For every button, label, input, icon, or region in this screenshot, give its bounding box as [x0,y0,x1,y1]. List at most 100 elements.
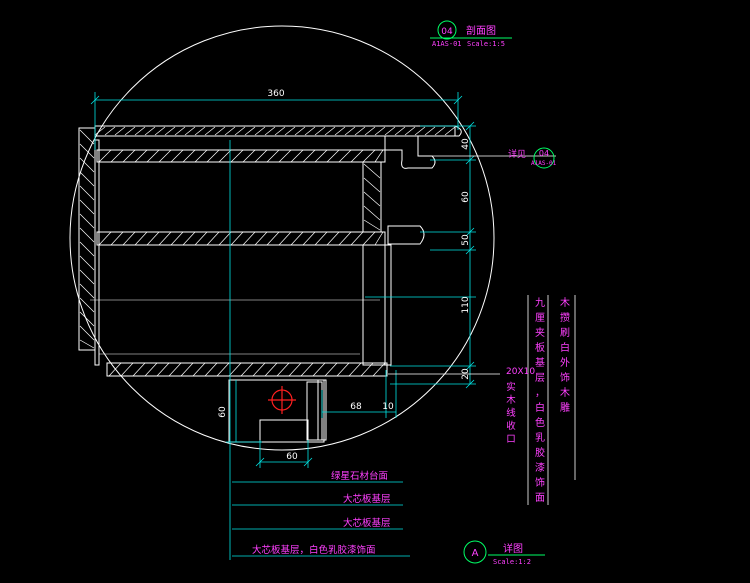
hatch-stroke [294,126,306,136]
hatch-stroke [276,362,290,377]
layer-note-char: 色 [535,416,545,429]
hatch-stroke [174,126,186,136]
hatch-stroke [363,219,381,231]
section-title-tag: 04 剖面图 A1AS-01 Scale:1:5 [430,20,512,48]
hatch-stroke [278,149,292,163]
hatch-stroke [194,126,206,136]
hatch-stroke [278,231,292,246]
layer-note-char: 板 [535,341,545,354]
hatch-stroke [79,157,95,173]
hatch-stroke [252,362,266,377]
hatch-stroke [79,311,95,327]
pipe-symbol [268,386,296,414]
hatch-stroke [98,231,112,246]
hatch-stroke [182,149,196,163]
detail-reference: 详见 04 A1AS-01 [508,147,557,169]
upper-board [96,149,386,163]
hatch-stroke [79,283,95,299]
hatch-stroke [124,126,136,136]
layer-note-char: 九 [535,297,545,309]
hatch-stroke [350,149,364,163]
hatch-stroke [374,126,386,136]
dimension-labels: 360 40 60 50 110 20 60 68 10 60 [218,89,471,462]
hatch-stroke [338,149,352,163]
layer-note-char: 基 [535,356,545,369]
hatch-stroke [234,126,246,136]
hatch-stroke [360,362,374,377]
hatch-stroke [326,231,340,246]
hatch-stroke [204,126,216,136]
hatch-stroke [384,126,396,136]
hatch-stroke [79,339,95,349]
layer-note-char: 乳 [535,431,545,444]
wood-note-char: 攒 [560,311,570,324]
dim-10: 10 [382,402,394,412]
hatch-stroke [79,269,95,285]
dim-bottom-60: 60 [286,452,298,462]
detail-letter-circle [463,540,487,564]
right-upper-frame [362,161,382,233]
hatch-stroke [218,149,232,163]
hatch-stroke [348,362,362,377]
hatch-stroke [336,362,350,377]
detail-title-tag: A 详图 Scale:1:2 [463,540,545,566]
hatch-stroke [79,143,95,159]
layer-note-char: 胶 [535,446,545,459]
wood-note-char: 木 [560,387,570,399]
left-side-panel [78,127,96,351]
layer-note-char: 面 [535,493,545,504]
hatch-stroke [374,149,384,163]
hatch-stroke [350,231,364,246]
hatch-stroke [363,191,381,207]
hatch-stroke [288,362,302,377]
hatch-stroke [79,227,95,243]
hatch-stroke [290,231,304,246]
hatch-stroke [434,126,446,136]
hatch-stroke [79,129,95,145]
right-lower-frame [362,244,386,366]
hatch-stroke [192,362,206,377]
plinth-side [306,381,323,441]
board-hatching [79,126,456,377]
layer-note-char: ， [535,388,545,399]
plinth-strip [317,379,327,441]
wood-note-char: 刷 [560,327,570,339]
hatch-stroke [302,149,316,163]
wood-note-char: 木 [560,297,570,309]
hatch-stroke [254,149,268,163]
hatch-stroke [314,149,328,163]
hatch-stroke [244,126,256,136]
dim-360: 360 [267,89,284,99]
hatch-stroke [362,231,376,246]
hatch-stroke [364,126,376,136]
hatch-stroke [206,231,220,246]
hatch-stroke [254,231,268,246]
hatch-stroke [194,231,208,246]
hatch-stroke [194,149,208,163]
hatch-stroke [363,163,381,179]
hatch-stroke [362,149,376,163]
note-leaders [388,155,576,505]
hatch-stroke [266,149,280,163]
hatch-stroke [79,171,95,187]
hatch-stroke [224,126,236,136]
detail-prefix: 详见 [508,148,526,160]
hatch-stroke [424,126,436,136]
hatch-stroke [242,149,256,163]
hatch-stroke [240,362,254,377]
layer-note-char: 白 [535,401,545,414]
hatch-stroke [394,126,406,136]
strip-note-char: 木 [506,394,516,406]
dimension-lines [90,92,476,560]
hatch-stroke [242,231,256,246]
hatch-stroke [302,231,316,246]
hatch-stroke [79,241,95,257]
hatch-stroke [338,231,352,246]
hatch-stroke [110,149,124,163]
strip-note-char: 口 [506,434,516,445]
hatch-stroke [120,362,134,377]
plinth-inner [259,419,309,443]
hatch-stroke [314,126,326,136]
